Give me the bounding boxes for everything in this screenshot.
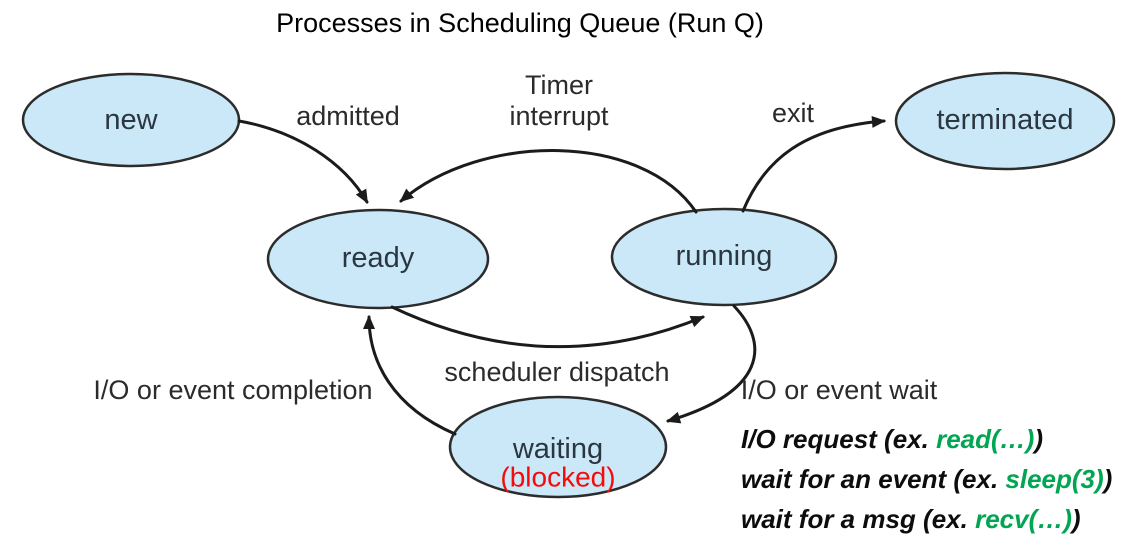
state-sublabel-blocked: (blocked)	[500, 461, 616, 493]
arrow-io-event-completion	[363, 315, 457, 436]
arrow-exit	[741, 115, 886, 213]
syscall-code: read(…)	[936, 424, 1035, 454]
syscall-suffix: )	[1071, 504, 1081, 534]
state-label-new: new	[104, 104, 158, 137]
syscall-example-line: wait for an event (ex. sleep(3))	[741, 459, 1112, 499]
arrow-scheduler-dispatch	[390, 305, 705, 349]
state-ellipse-waiting	[448, 395, 668, 499]
syscall-suffix: )	[1103, 464, 1113, 494]
syscall-code: sleep(3)	[1005, 464, 1104, 494]
arrow-timer-interrupt	[399, 149, 698, 214]
syscall-prefix: wait for an event (ex.	[741, 464, 1006, 494]
diagram-title: Processes in Scheduling Queue (Run Q)	[276, 8, 764, 39]
state-ellipse-ready	[266, 208, 490, 310]
transition-label-timer-interrupt: Timer interrupt	[509, 70, 608, 132]
syscall-examples: I/O request (ex. read(…)) wait for an ev…	[741, 419, 1112, 539]
timer-interrupt-line2: interrupt	[509, 101, 609, 131]
syscall-code: recv(…)	[975, 504, 1072, 534]
syscall-suffix: )	[1034, 424, 1043, 454]
state-label-running: running	[675, 240, 773, 273]
state-label-terminated: terminated	[936, 104, 1074, 137]
arrow-io-event-wait	[666, 304, 757, 424]
transition-label-exit: exit	[771, 98, 815, 129]
syscall-prefix: wait for a msg (ex.	[741, 504, 976, 534]
transition-label-scheduler-dispatch: scheduler dispatch	[444, 357, 670, 388]
transition-label-io-event-wait: I/O or event wait	[740, 375, 938, 406]
transition-label-admitted: admitted	[296, 101, 400, 132]
state-ellipse-terminated	[894, 71, 1116, 171]
syscall-prefix: I/O request (ex.	[741, 424, 937, 454]
timer-interrupt-line1: Timer	[525, 70, 593, 100]
state-label-ready: ready	[341, 242, 415, 275]
syscall-example-line: wait for a msg (ex. recv(…))	[741, 499, 1112, 539]
state-ellipse-running	[610, 207, 838, 307]
state-label-waiting: waiting	[512, 433, 604, 466]
arrow-admitted	[237, 119, 369, 204]
syscall-example-line: I/O request (ex. read(…))	[741, 419, 1112, 459]
transition-label-io-event-completion: I/O or event completion	[93, 375, 373, 406]
